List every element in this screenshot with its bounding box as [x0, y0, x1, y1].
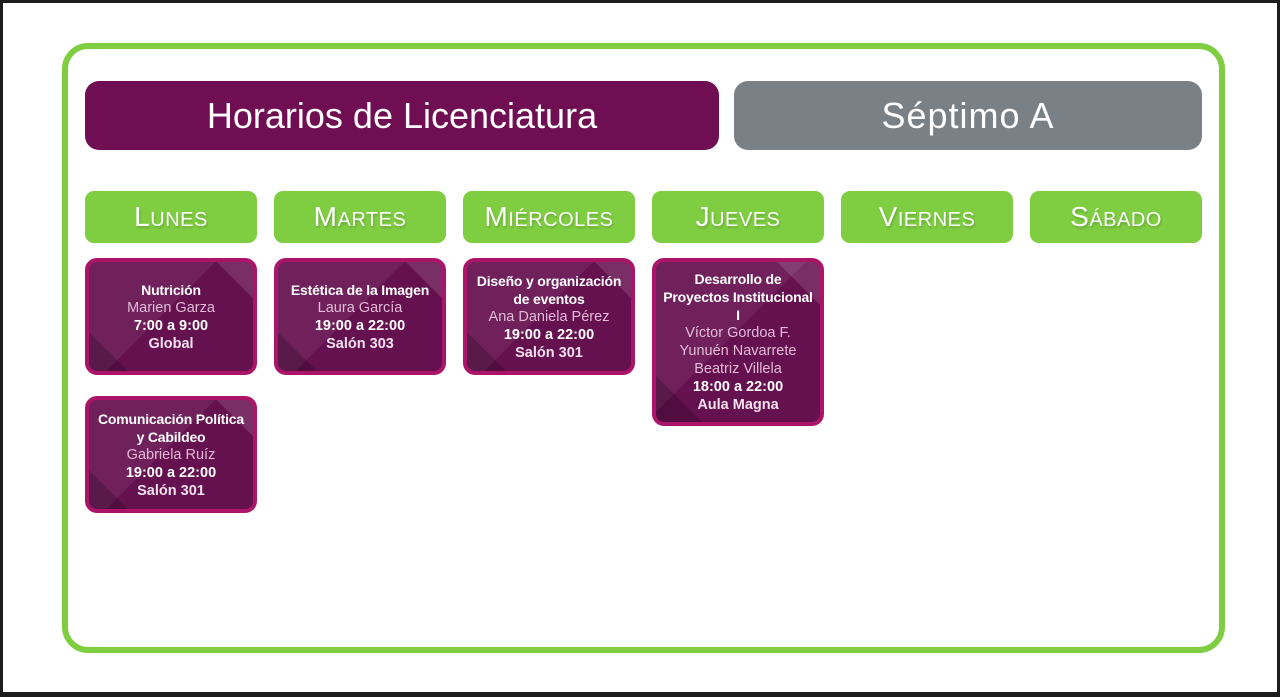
header-row: Horarios de Licenciatura Séptimo A — [85, 81, 1202, 150]
class-room: Global — [148, 335, 194, 352]
class-title: Comunicación Política y Cabildeo — [98, 410, 244, 445]
day-column: JuevesDesarrollo de Proyectos Institucio… — [652, 191, 824, 513]
class-room: Salón 303 — [326, 335, 394, 352]
class-time: 19:00 a 22:00 — [314, 317, 406, 334]
group-title: Séptimo A — [881, 94, 1055, 136]
class-title: Diseño y organización de eventos — [476, 272, 622, 307]
day-header: Jueves — [652, 191, 824, 243]
class-room: Aula Magna — [697, 397, 779, 413]
class-teacher: Marien Garza — [127, 299, 215, 316]
day-column: MiércolesDiseño y organización de evento… — [463, 191, 635, 513]
day-header: Lunes — [85, 191, 257, 243]
day-column: Viernes — [841, 191, 1013, 513]
class-title: Nutrición — [141, 281, 201, 298]
class-teacher: Víctor Gordoa F. — [685, 325, 791, 341]
schedule-title: Horarios de Licenciatura — [206, 94, 598, 136]
day-label: Lunes — [134, 201, 208, 232]
class-teacher: Beatriz Villela — [694, 361, 782, 377]
day-label: Martes — [313, 201, 407, 232]
class-teacher: Yunuén Navarrete — [679, 343, 797, 359]
day-label: Miércoles — [484, 201, 614, 232]
class-teacher: Gabriela Ruíz — [126, 446, 216, 463]
class-card: Desarrollo de Proyectos Institucional I V… — [652, 258, 824, 426]
day-header: Sábado — [1030, 191, 1202, 243]
class-title: Estética de la Imagen — [290, 281, 430, 298]
class-teacher: Laura García — [317, 299, 403, 316]
green-frame: Horarios de Licenciatura Séptimo A Lunes… — [62, 43, 1225, 653]
schedule-title-pill: Horarios de Licenciatura — [85, 81, 719, 150]
group-title-pill: Séptimo A — [734, 81, 1202, 150]
class-room: Salón 301 — [137, 482, 205, 499]
class-time: 19:00 a 22:00 — [503, 326, 595, 343]
class-time: 18:00 a 22:00 — [692, 379, 784, 395]
class-room: Salón 301 — [515, 344, 583, 361]
day-header: Miércoles — [463, 191, 635, 243]
day-label: Jueves — [695, 201, 781, 232]
day-label: Sábado — [1070, 201, 1162, 232]
class-time: 7:00 a 9:00 — [133, 317, 209, 334]
day-column: Sábado — [1030, 191, 1202, 513]
class-time: 19:00 a 22:00 — [125, 464, 217, 481]
day-cards: Desarrollo de Proyectos Institucional I V… — [652, 258, 824, 426]
day-header: Viernes — [841, 191, 1013, 243]
class-title: Desarrollo de Proyectos Institucional I — [663, 271, 813, 323]
day-header: Martes — [274, 191, 446, 243]
class-teacher: Ana Daniela Pérez — [488, 308, 610, 325]
day-label: Viernes — [878, 201, 976, 232]
